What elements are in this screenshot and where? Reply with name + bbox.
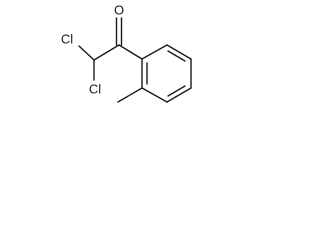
atom-label-oxygen: O: [114, 3, 124, 18]
bond-methyl: [117, 87, 143, 103]
ring-bond-c5-c6: [141, 87, 168, 103]
ring-bond-c1-c2: [141, 44, 168, 60]
atom-label-chlorine-bottom: Cl: [89, 82, 101, 97]
ring-inner-double-c4-c5: [167, 85, 186, 97]
bond-carbonyl-to-ring: [118, 44, 143, 60]
bond-carbonyl-to-chcl2: [93, 44, 120, 61]
bond-c-cl-top: [78, 45, 95, 61]
ring-bond-c2-c3: [166, 44, 192, 60]
atom-label-chlorine-top: Cl: [61, 32, 73, 47]
ring-inner-double-c2-c3: [167, 50, 186, 62]
ring-bond-c4-c5: [166, 87, 192, 103]
structure-diagram: O Cl Cl: [61, 3, 192, 103]
